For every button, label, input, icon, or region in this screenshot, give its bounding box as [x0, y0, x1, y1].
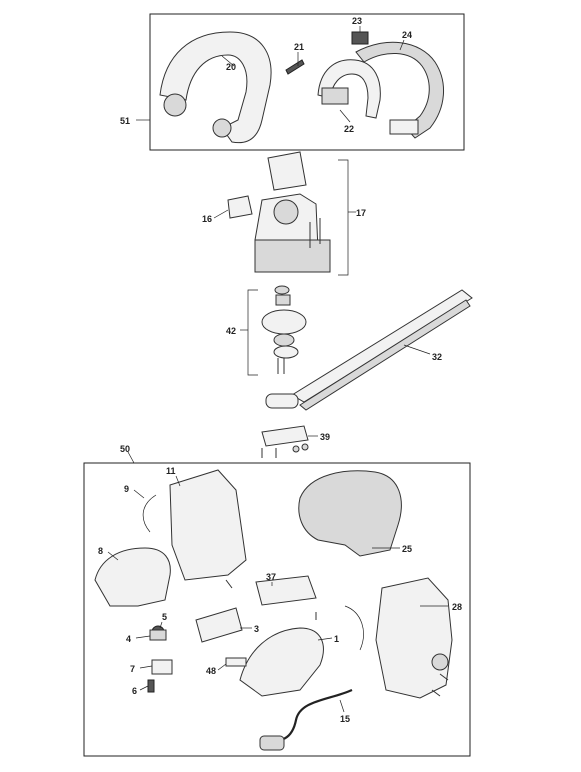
cord-grommet: [431, 653, 449, 671]
callout-4: 4: [126, 634, 131, 644]
rear-handle-upper-part: [317, 59, 381, 119]
leader-line: [139, 685, 149, 691]
handle-assembly-frame: [149, 13, 465, 151]
callout-6: 6: [132, 686, 137, 696]
motor-base: [254, 239, 331, 273]
callout-20: 20: [226, 62, 236, 72]
housing-assembly-group: [83, 462, 471, 757]
bushing-part: [275, 294, 291, 306]
switch-lever-part: [195, 607, 243, 643]
leader-line: [175, 475, 181, 487]
leader-line: [135, 635, 151, 639]
callout-28: 28: [452, 602, 462, 612]
screw-part: [285, 59, 305, 75]
screw-part: [225, 579, 233, 589]
leader-lines: [107, 26, 448, 713]
callout-42: 42: [226, 326, 236, 336]
front-handle-end-cap: [163, 93, 187, 117]
callout-3: 3: [254, 624, 259, 634]
front-handle-end-cap: [212, 118, 232, 138]
screw-part: [431, 689, 441, 697]
microswitch-part: [149, 629, 167, 641]
gear-stack-group: [247, 285, 307, 376]
blade-teeth: [299, 299, 471, 411]
leader-line: [213, 209, 229, 219]
callout-37: 37: [266, 572, 276, 582]
leader-line: [127, 451, 135, 464]
hand-guard-part: [298, 470, 402, 557]
seal-ring-part: [142, 494, 157, 533]
leader-line: [339, 699, 345, 713]
spring-part: [351, 31, 369, 45]
leader-line: [133, 489, 145, 499]
callout-8: 8: [98, 546, 103, 556]
leader-line: [403, 344, 431, 355]
blade-part: [291, 289, 473, 403]
handle-cover-part: [94, 547, 171, 607]
plug-part: [259, 735, 285, 751]
callout-17: 17: [356, 208, 366, 218]
callout-7: 7: [130, 664, 135, 674]
callout-9: 9: [124, 484, 129, 494]
callout-1: 1: [334, 634, 339, 644]
switch-plate-part: [255, 575, 317, 606]
leader-line: [317, 637, 333, 641]
drive-gear-part: [261, 309, 307, 335]
callout-labels: 51 20 21 23 24 22 16 17 42 32 39 50 11 9…: [98, 16, 462, 724]
leader-line: [107, 551, 119, 561]
leader-line: [139, 665, 153, 669]
spacer-part: [273, 345, 299, 359]
callout-21: 21: [294, 42, 304, 52]
leader-line: [221, 55, 235, 67]
callout-24: 24: [402, 30, 412, 40]
nut-part: [292, 445, 300, 453]
callout-25: 25: [402, 544, 412, 554]
blade-group: [265, 289, 473, 411]
rear-handle-part: [239, 627, 324, 697]
blade-bracket-part: [261, 425, 309, 447]
callout-48: 48: [206, 666, 216, 676]
motor-shaft-cap: [273, 199, 299, 225]
callout-15: 15: [340, 714, 350, 724]
eccentric-disc-part: [273, 333, 295, 347]
leader-line: [159, 621, 163, 629]
motor-top-cap: [267, 151, 307, 191]
callout-5: 5: [162, 612, 167, 622]
rear-handle-lower-part: [355, 41, 445, 139]
seal-ring-part: [344, 605, 364, 651]
callout-50: 50: [120, 444, 130, 454]
callout-16: 16: [202, 214, 212, 224]
capacitor-part: [151, 659, 173, 675]
spring-part: [147, 679, 155, 693]
switch-block-part: [321, 87, 349, 105]
pin-part: [225, 657, 247, 667]
front-handle-part: [159, 31, 272, 144]
screw-part: [439, 673, 449, 681]
blade-loop-end: [265, 393, 299, 409]
washer-part: [274, 285, 290, 295]
blade-bracket-group: [261, 425, 309, 458]
housing-left-half: [169, 469, 247, 581]
motor-bracket-line: [338, 159, 349, 276]
leader-line: [399, 39, 405, 51]
callout-23: 23: [352, 16, 362, 26]
brush-block-part: [227, 195, 253, 219]
nut-part: [301, 443, 309, 451]
callout-51: 51: [120, 116, 130, 126]
callout-39: 39: [320, 432, 330, 442]
housing-right-half: [375, 577, 453, 699]
leader-line: [339, 109, 351, 123]
callout-11: 11: [166, 466, 176, 476]
callout-22: 22: [344, 124, 354, 134]
motor-group: [227, 151, 349, 276]
housing-assembly-frame: [83, 462, 471, 757]
trigger-part: [389, 119, 419, 135]
leader-line: [217, 663, 227, 671]
callout-32: 32: [432, 352, 442, 362]
gear-bracket-line: [247, 289, 258, 376]
handle-assembly-group: [149, 13, 465, 151]
